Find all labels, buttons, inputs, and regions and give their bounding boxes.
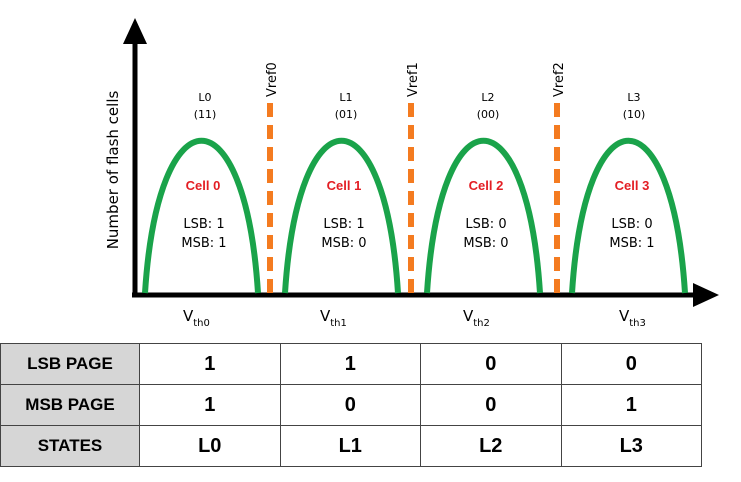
l3-distribution-curve bbox=[569, 138, 688, 294]
msb-label: MSB: 0 bbox=[321, 236, 366, 251]
vth3-label: Vth3 bbox=[619, 307, 646, 329]
l2-distribution-curve bbox=[424, 138, 543, 294]
row-header-states: STATES bbox=[0, 425, 140, 467]
row-header-lsb-page: LSB PAGE bbox=[0, 343, 140, 385]
vref0-label: Vref0 bbox=[265, 62, 280, 97]
lsb-label: LSB: 0 bbox=[465, 217, 506, 232]
table-cell: L2 bbox=[420, 425, 562, 467]
table-row: STATES L0 L1 L2 L3 bbox=[0, 425, 702, 467]
table-cell: L0 bbox=[139, 425, 281, 467]
cell-label: Cell 0 bbox=[186, 178, 221, 193]
msb-label: MSB: 0 bbox=[463, 236, 508, 251]
table-cell: 0 bbox=[279, 384, 421, 426]
table-cell: L1 bbox=[279, 425, 421, 467]
row-header-msb-page: MSB PAGE bbox=[0, 384, 140, 426]
l1-distribution-curve bbox=[282, 138, 401, 294]
table-cell: 1 bbox=[139, 384, 281, 426]
level-name: L1 bbox=[339, 91, 352, 104]
level-code: (01) bbox=[335, 108, 358, 121]
vth1-label: Vth1 bbox=[320, 307, 347, 329]
vref1-label: Vref1 bbox=[406, 62, 421, 97]
lsb-label: LSB: 0 bbox=[611, 217, 652, 232]
cell-label: Cell 2 bbox=[469, 178, 504, 193]
msb-label: MSB: 1 bbox=[181, 236, 226, 251]
level-name: L0 bbox=[198, 91, 211, 104]
msb-label: MSB: 1 bbox=[609, 236, 654, 251]
l0-distribution-curve bbox=[142, 138, 261, 294]
lsb-label: LSB: 1 bbox=[323, 217, 364, 232]
level-code: (10) bbox=[623, 108, 646, 121]
cell-label: Cell 1 bbox=[327, 178, 362, 193]
level-code: (11) bbox=[194, 108, 217, 121]
y-axis-label: Number of flash cells bbox=[104, 91, 122, 250]
lsb-label: LSB: 1 bbox=[183, 217, 224, 232]
vth0-label: Vth0 bbox=[183, 307, 210, 329]
level-name: L2 bbox=[481, 91, 494, 104]
vref2-label: Vref2 bbox=[552, 62, 567, 97]
state-mapping-table: LSB PAGE 1 1 0 0 MSB PAGE 1 0 0 1 STATES… bbox=[0, 343, 702, 467]
level-code: (00) bbox=[477, 108, 500, 121]
table-cell: 1 bbox=[560, 384, 702, 426]
table-cell: 1 bbox=[139, 343, 281, 385]
vth2-label: Vth2 bbox=[463, 307, 490, 329]
y-axis-arrow-icon bbox=[123, 18, 147, 44]
table-cell: 0 bbox=[560, 343, 702, 385]
voltage-distribution-diagram: Number of flash cells Vref0 Vref1 Vref2 … bbox=[104, 18, 719, 329]
level-name: L3 bbox=[627, 91, 640, 104]
table-cell: 1 bbox=[279, 343, 421, 385]
cell-label: Cell 3 bbox=[615, 178, 650, 193]
table-row: LSB PAGE 1 1 0 0 bbox=[0, 343, 702, 385]
table-cell: L3 bbox=[560, 425, 702, 467]
table-cell: 0 bbox=[420, 384, 562, 426]
table-cell: 0 bbox=[420, 343, 562, 385]
x-axis-arrow-icon bbox=[693, 283, 719, 307]
table-row: MSB PAGE 1 0 0 1 bbox=[0, 384, 702, 426]
